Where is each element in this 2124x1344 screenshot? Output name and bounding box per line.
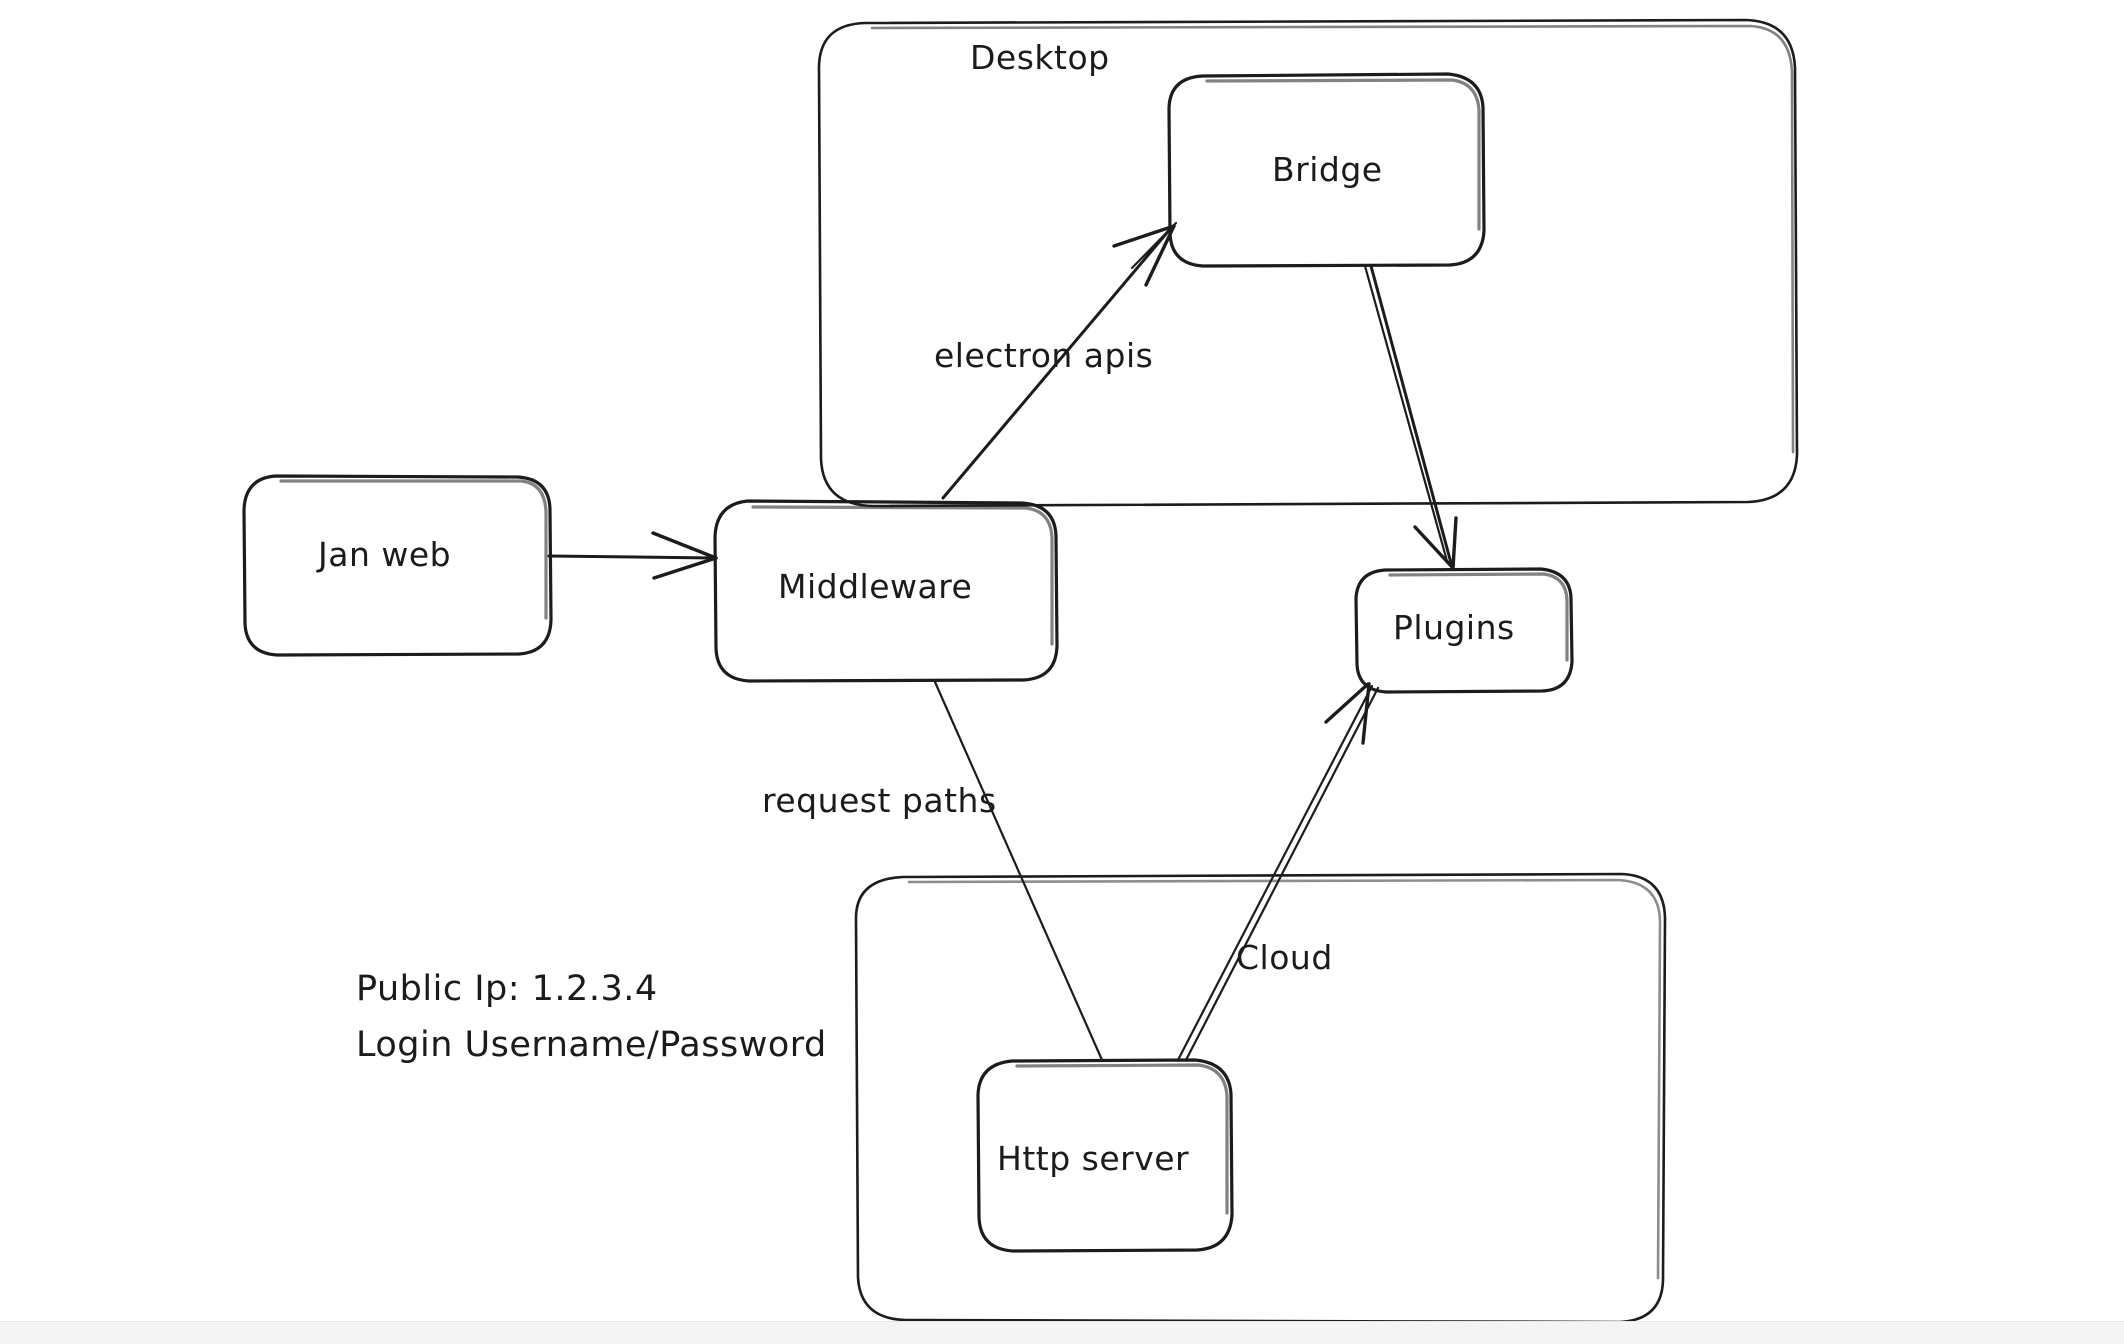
group-desktop-outline [817, 18, 1799, 508]
edge-middleware-to-http-server [933, 680, 1104, 1062]
note-public-ip: Public Ip: 1.2.3.4 [356, 969, 658, 1009]
node-middleware-outline [713, 499, 1059, 683]
node-jan-web-outline [242, 474, 553, 657]
node-label-plugins: Plugins [1393, 608, 1515, 647]
edge-label-electron-apis: electron apis [934, 336, 1154, 375]
node-label-bridge: Bridge [1272, 150, 1383, 189]
edge-label-request-paths: request paths [762, 781, 997, 820]
edge-jan-web-to-middleware [547, 531, 718, 580]
edge-label-cloud: Cloud [1236, 938, 1333, 977]
edge-middleware-to-bridge [941, 221, 1178, 500]
node-bridge-outline [1167, 72, 1486, 268]
node-label-jan-web: Jan web [318, 535, 452, 574]
node-plugins-outline [1354, 567, 1574, 694]
note-login-credentials: Login Username/Password [356, 1025, 827, 1065]
node-http-server-outline [976, 1058, 1234, 1253]
edge-bridge-to-plugins [1363, 264, 1458, 570]
node-label-middleware: Middleware [778, 567, 973, 606]
node-label-http-server: Http server [997, 1139, 1190, 1178]
group-label-desktop: Desktop [970, 38, 1110, 77]
edge-http-server-to-plugins [1177, 682, 1380, 1062]
